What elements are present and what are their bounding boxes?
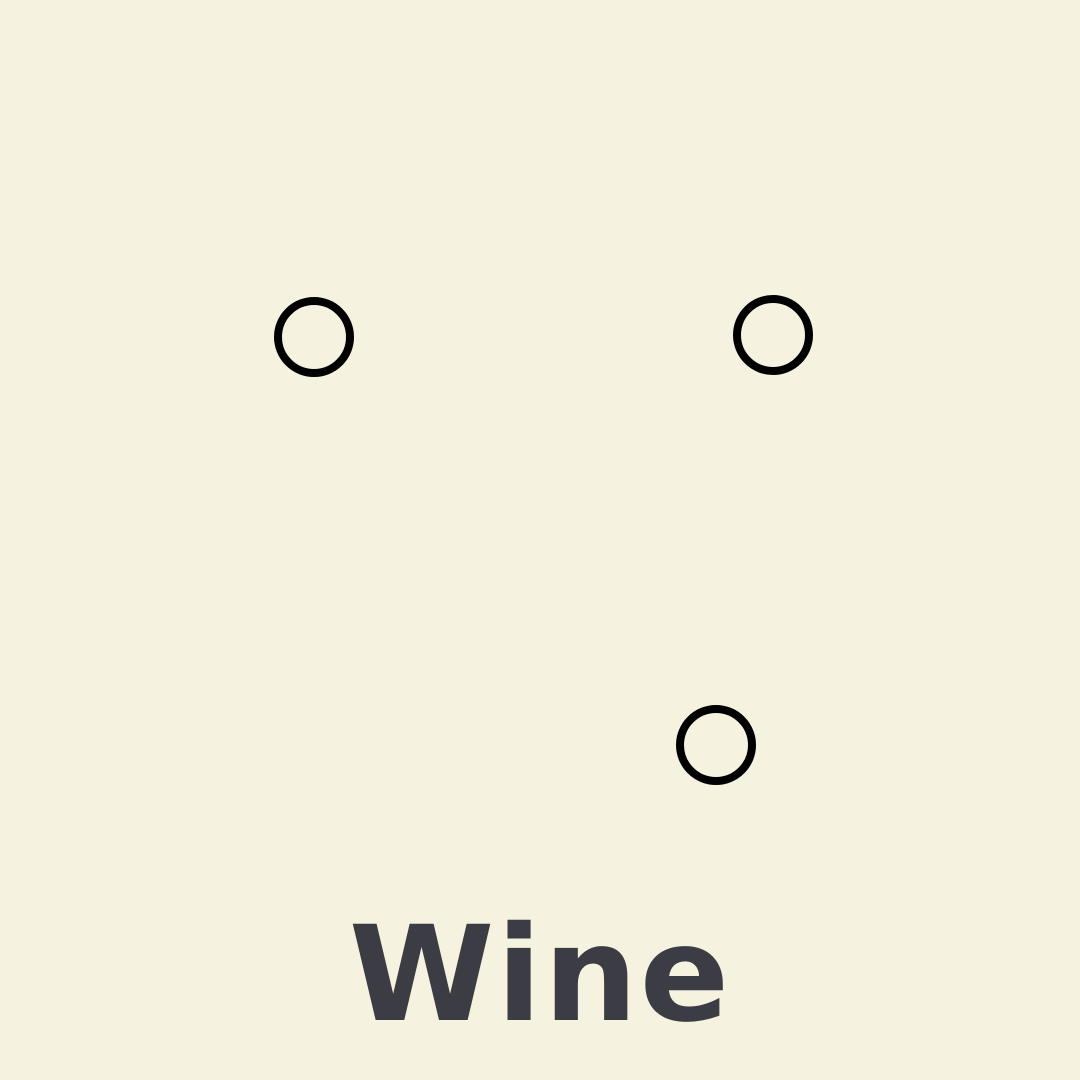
circle-target[interactable]	[676, 705, 756, 785]
circle-target[interactable]	[733, 295, 813, 375]
circle-target[interactable]	[274, 297, 354, 377]
word-label: Wine	[348, 898, 732, 1052]
